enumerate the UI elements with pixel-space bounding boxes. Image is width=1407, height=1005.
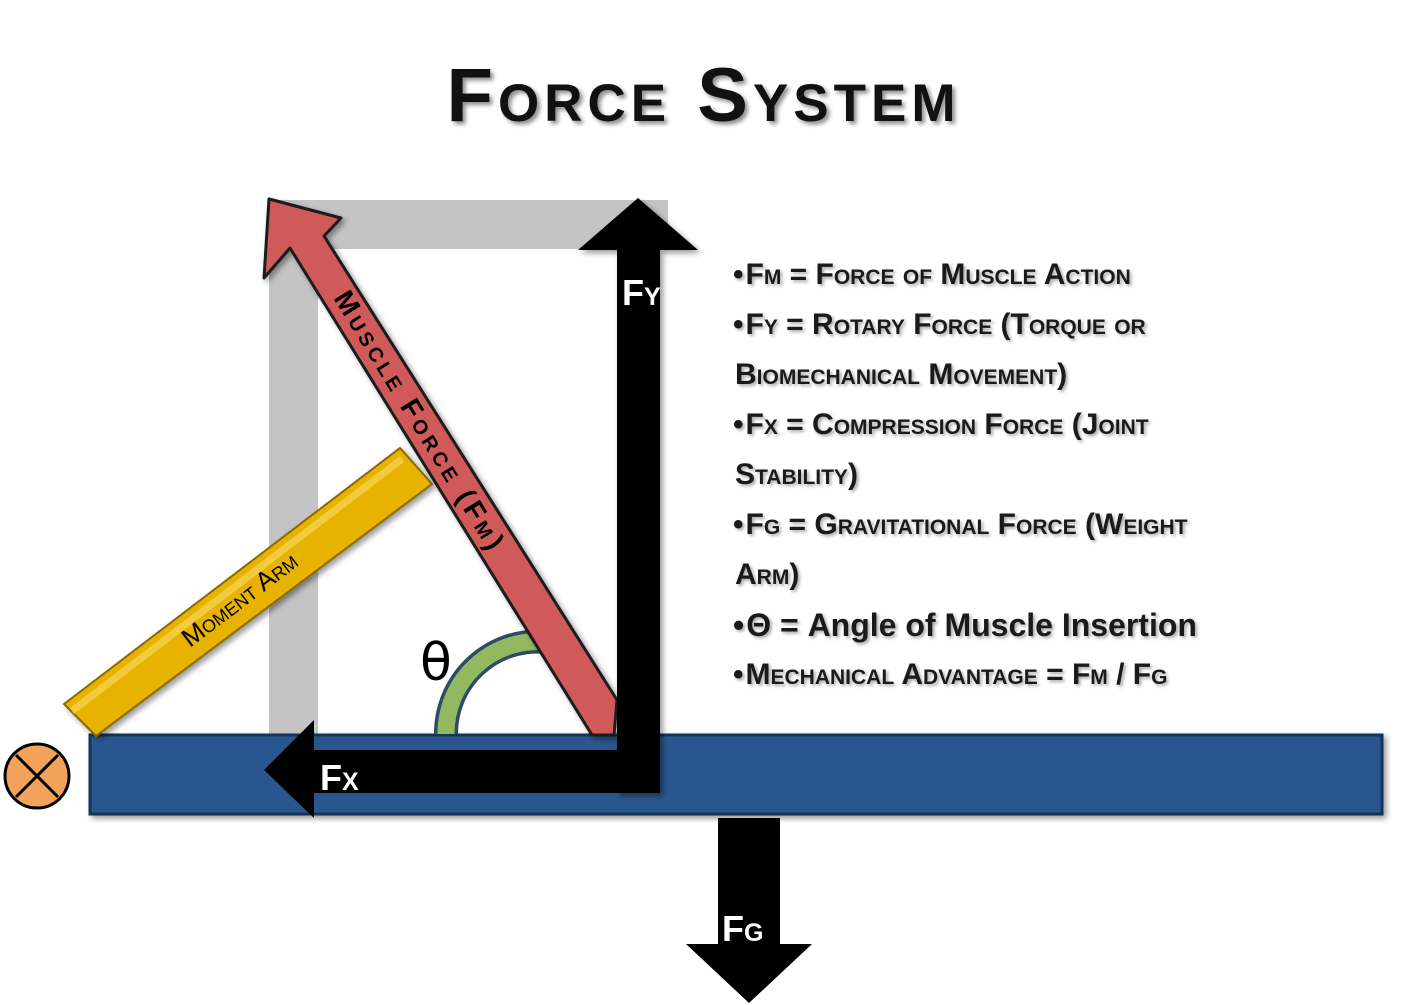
legend-item: •Fx = Compression Force (Joint [733, 400, 1333, 450]
legend-text: Biomechanical Movement) [735, 358, 1068, 391]
legend-text: Fx = Compression Force (Joint [745, 408, 1149, 441]
page-title: Force System [446, 53, 961, 138]
legend-bullet: • [733, 607, 745, 643]
legend-item: Stability) [733, 450, 1333, 500]
legend-item: Biomechanical Movement) [733, 350, 1333, 400]
legend-item: •Fm = Force of Muscle Action [733, 250, 1333, 300]
legend-text: Stability) [735, 458, 858, 491]
legend-text: Mechanical Advantage = Fm / Fg [745, 658, 1168, 691]
legend-item: •Mechanical Advantage = Fm / Fg [733, 650, 1333, 700]
legend-text: Θ = Angle of Muscle Insertion [746, 607, 1197, 643]
legend-bullet: • [733, 258, 744, 291]
legend-item: •Θ = Angle of Muscle Insertion [733, 600, 1333, 650]
legend-bullet: • [733, 508, 744, 541]
moment-arm-bar [62, 446, 434, 738]
legend-bullet: • [733, 408, 744, 441]
legend-bullet: • [733, 658, 744, 691]
fy-label: Fy [622, 272, 661, 313]
legend-text: Fm = Force of Muscle Action [745, 258, 1131, 291]
legend-text: Fy = Rotary Force (Torque or [745, 308, 1146, 341]
legend-item: •Fy = Rotary Force (Torque or [733, 300, 1333, 350]
legend-text: Arm) [735, 558, 800, 591]
fg-arrow [686, 818, 812, 1003]
muscle-force-arrow [262, 197, 619, 737]
theta-label: θ [420, 633, 452, 693]
fx-label: Fx [320, 757, 359, 798]
legend-item: Arm) [733, 550, 1333, 600]
axis-joint-icon [3, 742, 71, 810]
fx-arrow [264, 720, 660, 818]
legend-text: Fg = Gravitational Force (Weight [745, 508, 1188, 541]
legend-item: •Fg = Gravitational Force (Weight [733, 500, 1333, 550]
fg-label: Fg [722, 908, 763, 949]
fy-arrow [578, 198, 698, 793]
legend-list: •Fm = Force of Muscle Action•Fy = Rotary… [733, 250, 1333, 700]
legend-bullet: • [733, 308, 744, 341]
